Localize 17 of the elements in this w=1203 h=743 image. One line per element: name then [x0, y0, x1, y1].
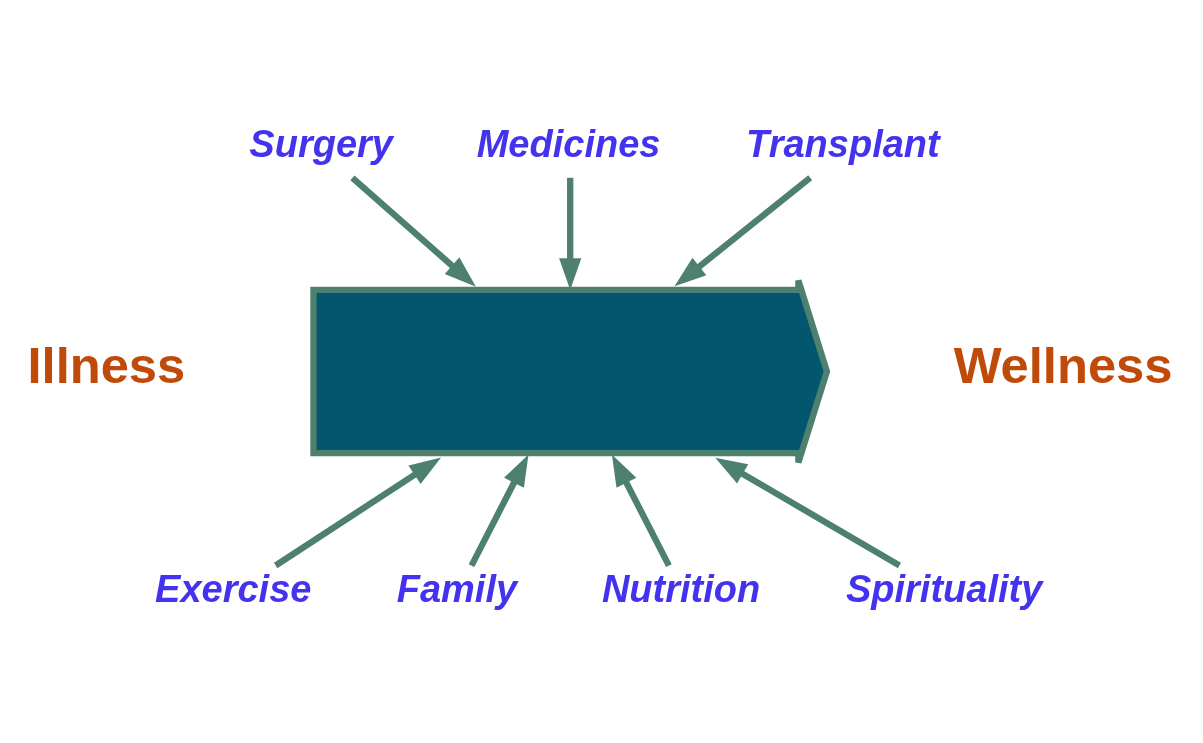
arrow	[611, 454, 672, 568]
node-text: Family	[396, 568, 518, 611]
label: Illness	[27, 336, 186, 394]
node-text: Exercise	[155, 568, 312, 611]
node-text: Nutrition	[601, 568, 761, 611]
label: Wellness	[953, 336, 1173, 394]
node-text: Transplant	[746, 123, 940, 166]
arrow	[468, 454, 529, 568]
arrow	[715, 457, 902, 569]
node-text: Spirituality	[845, 568, 1043, 611]
node-text: Surgery	[249, 123, 394, 166]
node-arrow	[310, 277, 831, 466]
arrow	[350, 175, 476, 287]
arrow	[559, 177, 582, 290]
node-text: Medicines	[476, 123, 661, 166]
arrow	[674, 175, 813, 287]
arrow	[273, 457, 442, 569]
